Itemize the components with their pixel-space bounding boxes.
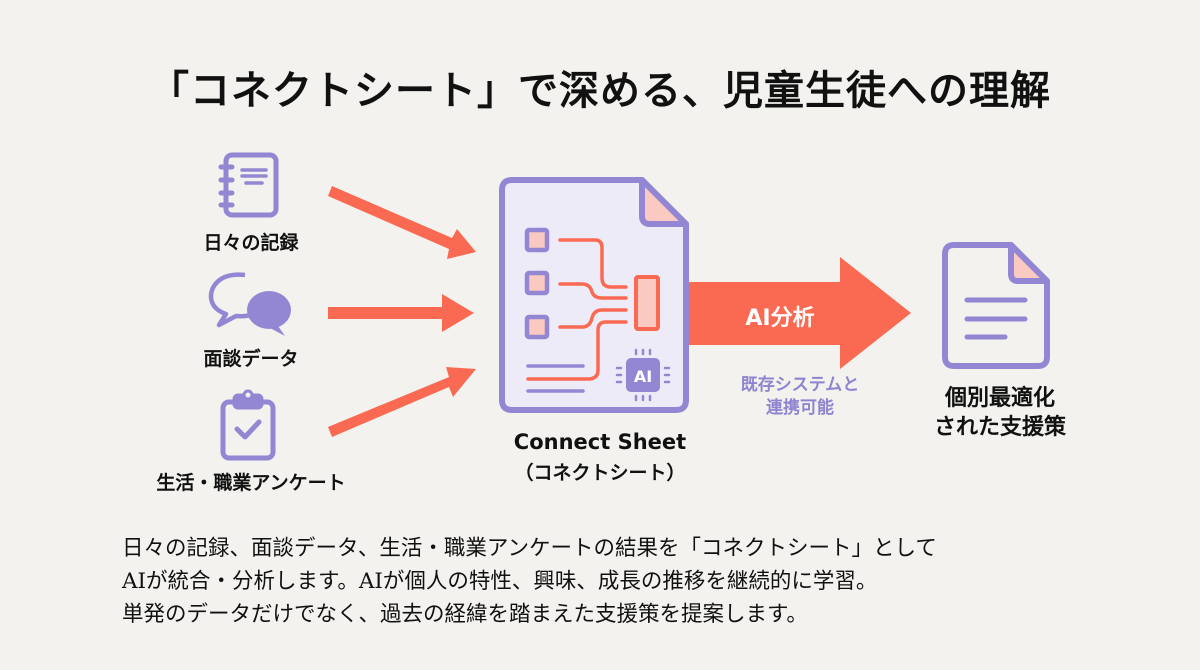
integration-note-line: 既存システムと xyxy=(740,375,860,395)
integration-note: 既存システムと 連携可能 xyxy=(710,374,890,420)
description: 日々の記録、面談データ、生活・職業アンケートの結果を「コネクトシート」として A… xyxy=(122,532,1122,631)
output-label-line: された支援策 xyxy=(933,415,1066,440)
connect-sheet-title: Connect Sheet xyxy=(513,430,687,454)
integration-note-line: 連携可能 xyxy=(766,398,834,418)
arrow-records xyxy=(328,186,476,259)
ai-analysis-label: AI分析 xyxy=(745,306,815,331)
clipboard-check-icon xyxy=(220,389,276,461)
arrow-interviews xyxy=(328,294,474,332)
description-line: 日々の記録、面談データ、生活・職業アンケートの結果を「コネクトシート」として xyxy=(122,536,937,561)
input-arrows xyxy=(328,186,476,437)
arrow-survey xyxy=(328,367,476,437)
connect-sheet-subtitle: （コネクトシート） xyxy=(514,462,686,484)
ai-chip-icon: AI xyxy=(615,348,671,402)
input-label-interviews: 面談データ xyxy=(203,348,299,370)
ai-chip-label: AI xyxy=(634,367,652,386)
output-document-icon xyxy=(942,242,1050,369)
output-label: 個別最適化 された支援策 xyxy=(900,384,1100,442)
page-title: 「コネクトシート」で深める、児童生徒への理解 xyxy=(149,68,1051,114)
connect-sheet-document-icon xyxy=(499,177,689,413)
output-label-line: 個別最適化 xyxy=(944,386,1055,411)
notebook-icon xyxy=(218,152,279,218)
description-line: AIが統合・分析します。AIが個人の特性、興味、成長の推移を継続的に学習。 xyxy=(122,569,878,594)
ai-analysis-arrow xyxy=(689,257,911,369)
description-line: 単発のデータだけでなく、過去の経緯を踏まえた支援策を提案します。 xyxy=(122,602,808,627)
input-label-records: 日々の記録 xyxy=(203,232,299,254)
input-label-survey: 生活・職業アンケート xyxy=(156,472,346,494)
chat-bubbles-icon xyxy=(208,272,291,336)
